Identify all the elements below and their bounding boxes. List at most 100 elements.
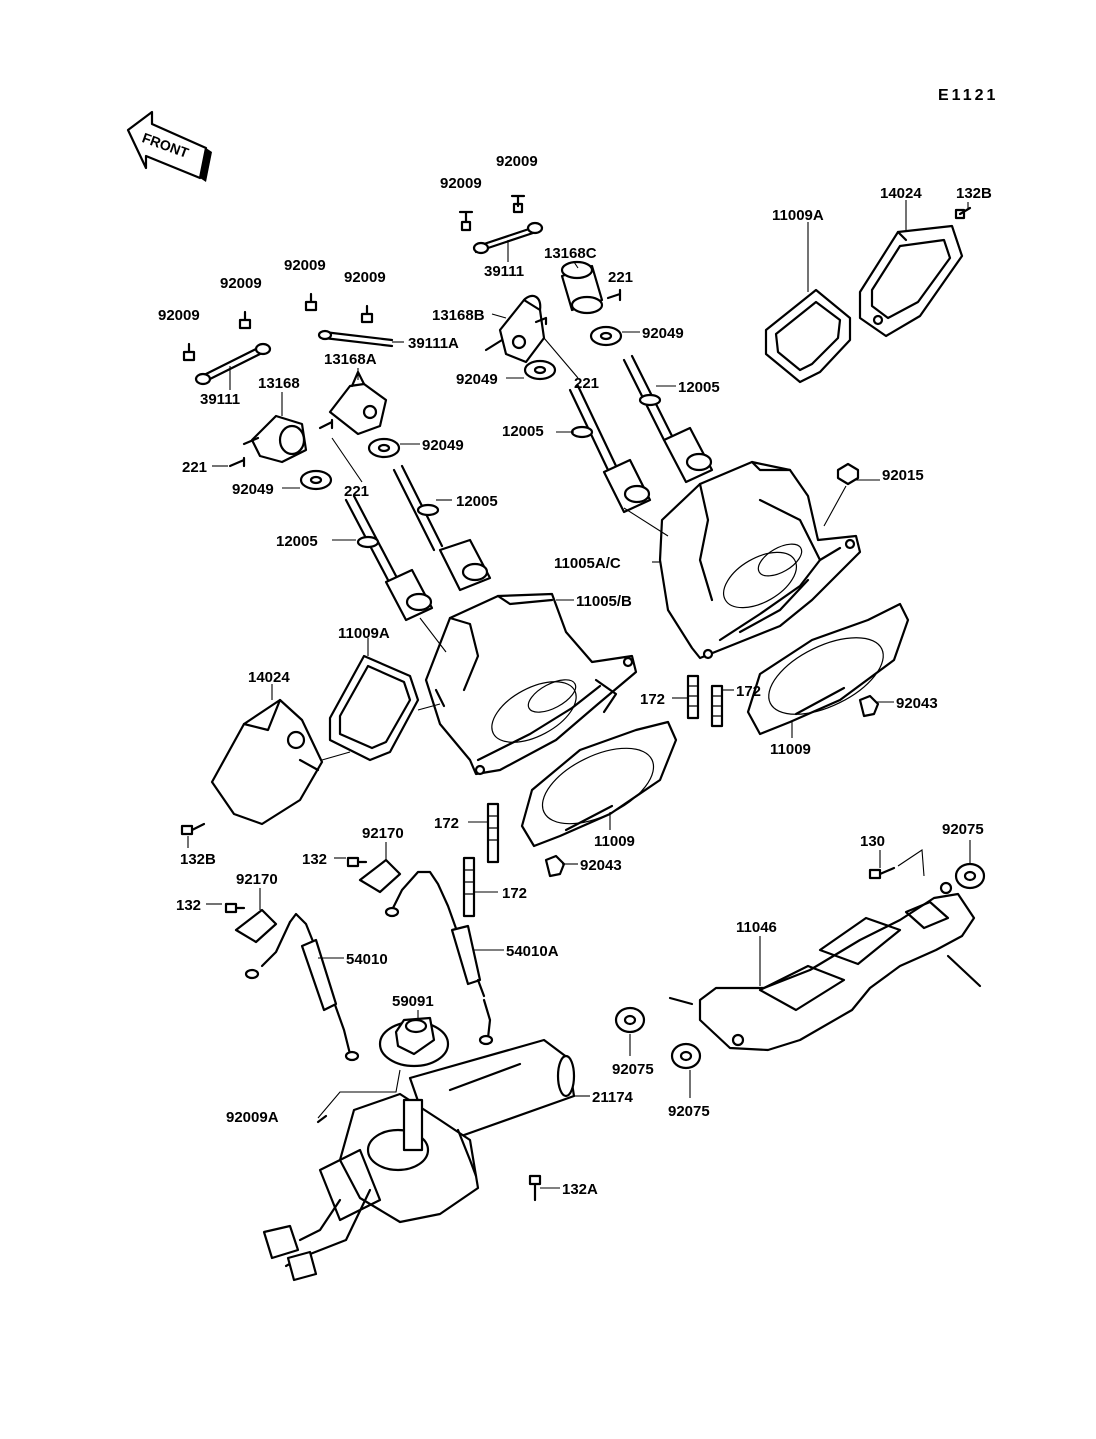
- washer-92049-c: [367, 437, 401, 459]
- label-132a: 132A: [562, 1181, 598, 1198]
- motor-21174: [262, 1038, 576, 1282]
- bracket-11046: [668, 881, 982, 1052]
- gasket-11009a-top: [764, 288, 852, 384]
- diagram-id: E1121: [938, 87, 998, 104]
- collar-13168: [242, 414, 308, 464]
- label-92009: 92009: [220, 275, 262, 292]
- label-221: 221: [344, 483, 369, 500]
- nut-92075-left: [614, 1006, 646, 1034]
- label-132b: 132B: [956, 185, 992, 202]
- label-132b: 132B: [180, 851, 216, 868]
- label-92049: 92049: [456, 371, 498, 388]
- nut-92075-center: [670, 1042, 702, 1070]
- label-92170: 92170: [236, 871, 278, 888]
- label-221: 221: [182, 459, 207, 476]
- nut-92015: [836, 462, 860, 486]
- label-172: 172: [640, 691, 665, 708]
- label-92049: 92049: [232, 481, 274, 498]
- label-92049: 92049: [422, 437, 464, 454]
- dowel-172-b: [710, 684, 724, 728]
- dowel-172-d: [462, 856, 476, 918]
- label-39111: 39111: [484, 263, 524, 280]
- screw-221-top: [606, 288, 622, 302]
- front-arrow-icon: FRONT: [126, 110, 212, 182]
- label-92170: 92170: [362, 825, 404, 842]
- label-92009: 92009: [284, 257, 326, 274]
- cylinder-11005ac: [658, 460, 862, 660]
- cylinder-11005b: [424, 592, 638, 776]
- label-130: 130: [860, 833, 885, 850]
- gasket-11009-lower: [520, 720, 678, 848]
- shaft-12005-center: [568, 384, 652, 514]
- washer-92049-a: [589, 325, 623, 347]
- label-54010a: 54010A: [506, 943, 559, 960]
- dowel-172-c: [486, 802, 500, 864]
- label-39111a: 39111A: [408, 335, 459, 352]
- bracket-92170-a: [346, 856, 402, 894]
- label-132: 132: [176, 897, 201, 914]
- label-12005: 12005: [456, 493, 498, 510]
- nut-92075-right: [954, 862, 986, 890]
- label-13168: 13168: [258, 375, 300, 392]
- label-39111: 39111: [200, 391, 240, 408]
- gasket-11009-right: [746, 602, 910, 736]
- label-11009: 11009: [594, 833, 635, 850]
- washer-92049-b: [523, 359, 557, 381]
- label-14024: 14024: [248, 669, 290, 686]
- top-link-rod-assembly: [458, 194, 544, 255]
- bracket-92170-b: [224, 902, 278, 944]
- label-92043: 92043: [580, 857, 622, 874]
- part-labels: 92009 92009 39111 13168C 221 13168B 9204…: [158, 153, 992, 1198]
- collar-13168c: [560, 260, 604, 315]
- label-13168b: 13168B: [432, 307, 485, 324]
- label-12005: 12005: [678, 379, 720, 396]
- label-59091: 59091: [392, 993, 434, 1010]
- label-11046: 11046: [736, 919, 777, 936]
- cable-54010a: [384, 870, 494, 1046]
- bolt-132b-bottom: [180, 822, 206, 836]
- label-12005: 12005: [502, 423, 544, 440]
- shaft-12005-right: [622, 354, 714, 484]
- label-11009a: 11009A: [772, 207, 824, 224]
- cover-14024-top: [858, 224, 964, 338]
- gear-59091: [378, 1016, 450, 1068]
- label-221: 221: [574, 375, 599, 392]
- label-92009: 92009: [440, 175, 482, 192]
- label-54010: 54010: [346, 951, 388, 968]
- label-92075: 92075: [942, 821, 984, 838]
- label-132: 132: [302, 851, 327, 868]
- label-221: 221: [608, 269, 633, 286]
- label-14024: 14024: [880, 185, 922, 202]
- label-172: 172: [434, 815, 459, 832]
- label-92009: 92009: [158, 307, 200, 324]
- cover-14024-bottom: [210, 698, 324, 826]
- label-12005: 12005: [276, 533, 318, 550]
- label-13168a: 13168A: [324, 351, 377, 368]
- dowel-172-a: [686, 674, 700, 720]
- shaft-12005-left: [344, 494, 434, 622]
- left-link-rod-assembly: [182, 310, 272, 386]
- label-11009a: 11009A: [338, 625, 390, 642]
- label-92075: 92075: [668, 1103, 710, 1120]
- screw-92009a: [316, 1114, 328, 1124]
- cap-92043-lower: [544, 854, 566, 878]
- label-92075: 92075: [612, 1061, 654, 1078]
- cap-92043-right: [858, 694, 880, 718]
- label-11005b: 11005/B: [576, 593, 632, 610]
- bolt-130: [868, 866, 896, 880]
- screw-221-left: [228, 456, 246, 468]
- label-92043: 92043: [896, 695, 938, 712]
- shaft-12005-left-center: [392, 464, 492, 592]
- label-92009a: 92009A: [226, 1109, 279, 1126]
- label-11009: 11009: [770, 741, 811, 758]
- washer-92049-d: [299, 469, 333, 491]
- label-92009: 92009: [496, 153, 538, 170]
- label-92015: 92015: [882, 467, 924, 484]
- label-92049: 92049: [642, 325, 684, 342]
- label-21174: 21174: [592, 1089, 634, 1106]
- lever-13168b: [484, 294, 548, 364]
- label-172: 172: [502, 885, 527, 902]
- bolt-132a: [528, 1174, 542, 1202]
